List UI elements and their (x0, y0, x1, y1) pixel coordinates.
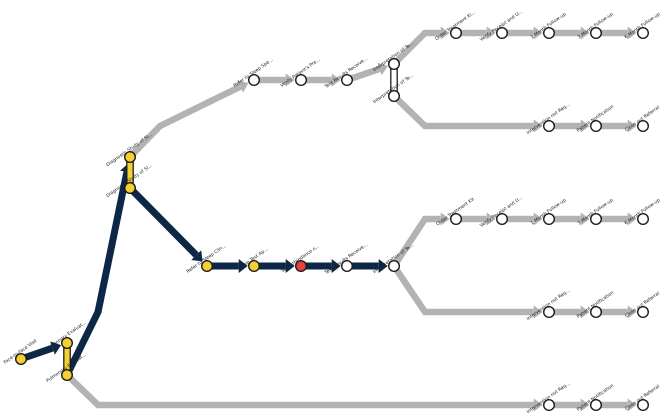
edge-line (63, 171, 131, 377)
node-future[interactable] (543, 399, 556, 412)
edge-line (391, 93, 534, 130)
node-future[interactable] (543, 212, 556, 225)
edge-arrowhead (285, 73, 295, 87)
edge-line (127, 185, 199, 258)
edge-arrowhead (627, 398, 637, 412)
edge-arrowhead (237, 80, 249, 93)
edge-arrowhead (533, 26, 543, 40)
edge-arrowhead (440, 26, 450, 40)
node-done[interactable] (200, 260, 213, 273)
edge-arrowhead (50, 341, 62, 355)
edge-arrowhead (627, 119, 637, 133)
node-future[interactable] (637, 306, 650, 319)
edge-arrowhead (533, 212, 543, 226)
edge-arrowhead (377, 62, 389, 76)
edge-line (64, 372, 534, 409)
edge-arrowhead (331, 73, 341, 87)
edge-arrowhead (580, 26, 590, 40)
node-future[interactable] (496, 27, 509, 40)
node-future[interactable] (637, 119, 650, 132)
node-future[interactable] (590, 212, 603, 225)
node-future[interactable] (341, 73, 354, 86)
edge-arrowhead (378, 259, 388, 273)
node-done[interactable] (123, 181, 136, 194)
edge-arrowhead (580, 119, 590, 133)
node-future[interactable] (590, 399, 603, 412)
edge-arrowhead (191, 250, 203, 262)
node-future[interactable] (295, 73, 308, 86)
edges-layer (19, 26, 637, 412)
edge-arrowhead (533, 119, 543, 133)
edge-arrowhead (331, 259, 341, 273)
edge-line (391, 215, 441, 268)
node-future[interactable] (543, 306, 556, 319)
node-future[interactable] (341, 260, 354, 273)
node-done[interactable] (14, 353, 28, 366)
node-future[interactable] (247, 73, 260, 86)
edge-arrowhead (238, 259, 248, 273)
node-future[interactable] (637, 212, 650, 225)
node-future[interactable] (637, 399, 650, 412)
node-future[interactable] (496, 212, 509, 225)
node-done[interactable] (61, 337, 74, 350)
edge-arrowhead (627, 305, 637, 319)
edge-arrowhead (285, 259, 295, 273)
nodes-layer (14, 27, 650, 412)
edge-arrowhead (486, 26, 496, 40)
edge-arrowhead (580, 398, 590, 412)
edge-arrowhead (627, 212, 637, 226)
edge-arrowhead (580, 305, 590, 319)
node-done[interactable] (61, 369, 74, 382)
node-future[interactable] (388, 260, 401, 273)
node-future[interactable] (388, 89, 401, 102)
node-done[interactable] (247, 260, 260, 273)
node-future[interactable] (388, 58, 401, 71)
edge-arrowhead (533, 305, 543, 319)
edge-line (391, 29, 441, 67)
node-done[interactable] (123, 150, 136, 163)
edge-arrowhead (440, 212, 450, 226)
node-future[interactable] (590, 27, 603, 40)
edge-arrowhead (580, 212, 590, 226)
edge-line (391, 264, 534, 316)
node-future[interactable] (590, 306, 603, 319)
edge-arrowhead (627, 26, 637, 40)
node-future[interactable] (590, 119, 603, 132)
node-future[interactable] (543, 119, 556, 132)
edge-line (127, 83, 242, 160)
edge-arrowhead (533, 398, 543, 412)
node-future[interactable] (637, 27, 650, 40)
edge-arrowhead (486, 212, 496, 226)
node-future[interactable] (450, 27, 463, 40)
node-future[interactable] (450, 212, 463, 225)
node-future[interactable] (543, 27, 556, 40)
node-current[interactable] (295, 260, 308, 273)
